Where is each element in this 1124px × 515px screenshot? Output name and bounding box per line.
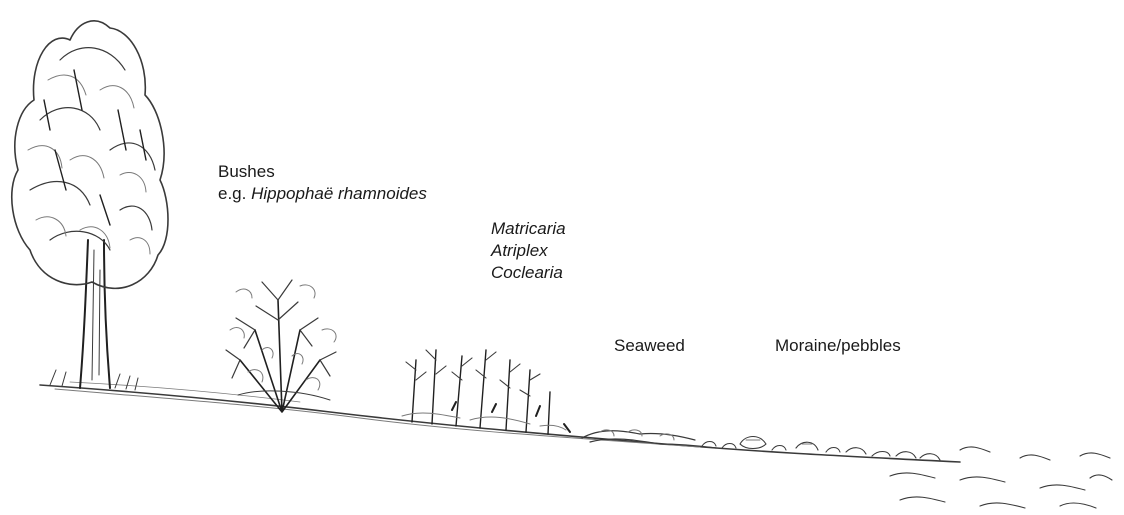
bushes-example-line: e.g. Hippophaë rhamnoides [218, 183, 427, 205]
moraine-label: Moraine/pebbles [775, 335, 901, 357]
bushes-example-prefix: e.g. [218, 184, 251, 203]
ground-line [40, 382, 960, 462]
herbs-drawing [402, 350, 570, 434]
herbs-label: Matricaria Atriplex Coclearia [491, 218, 566, 284]
herb-species-coclearia: Coclearia [491, 262, 566, 284]
water-waves-drawing [890, 447, 1112, 508]
seaweed-label: Seaweed [614, 335, 685, 357]
bushes-label: Bushes e.g. Hippophaë rhamnoides [218, 161, 427, 205]
bush-drawing [226, 280, 336, 412]
pebbles-drawing [702, 437, 940, 461]
herb-species-atriplex: Atriplex [491, 240, 566, 262]
bushes-example-species: Hippophaë rhamnoides [251, 184, 427, 203]
tree-drawing [12, 21, 168, 390]
bushes-title: Bushes [218, 161, 427, 183]
herb-species-matricaria: Matricaria [491, 218, 566, 240]
